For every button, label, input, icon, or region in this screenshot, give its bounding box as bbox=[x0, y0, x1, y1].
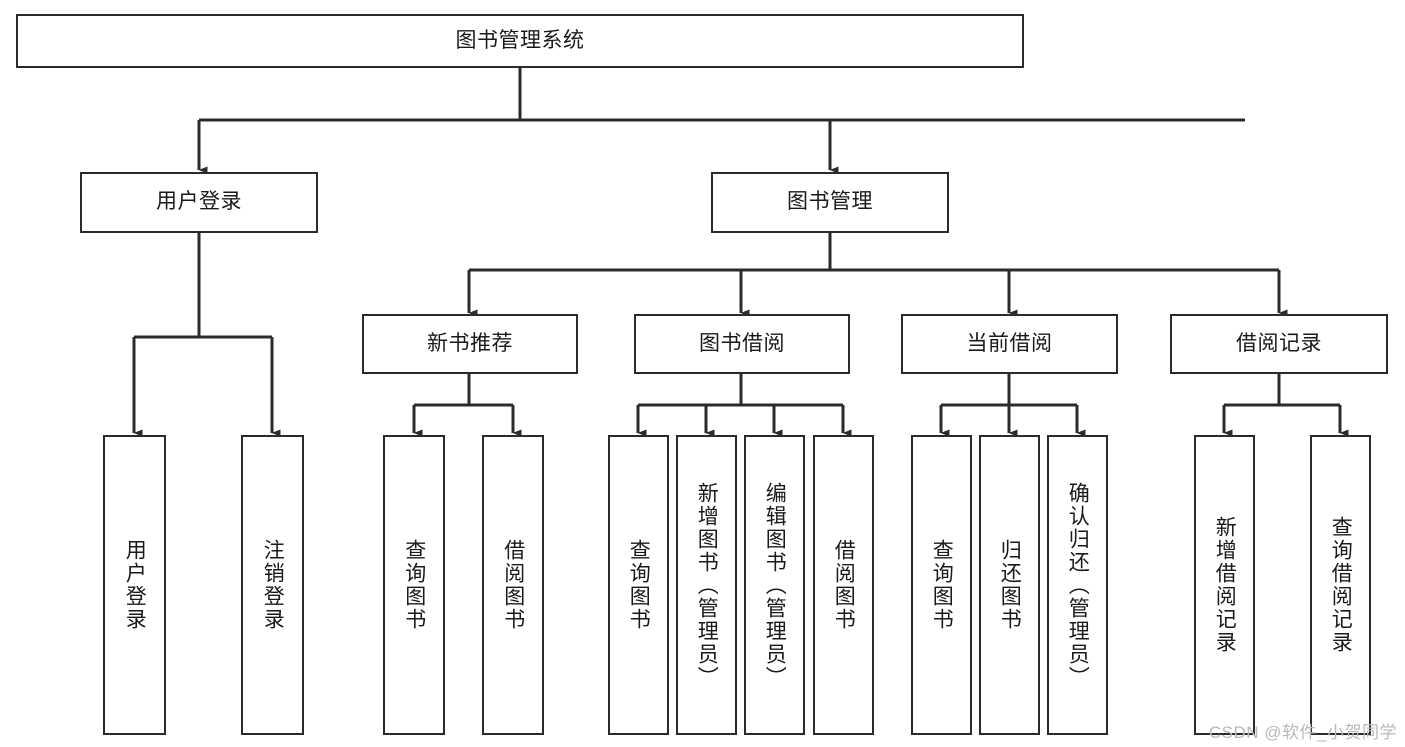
node-root[interactable]: 图书管理系统 bbox=[16, 14, 1024, 68]
node-leaf-add-book[interactable]: 新增图书（管理员） bbox=[676, 435, 737, 735]
node-book-borrow-label: 图书借阅 bbox=[699, 331, 785, 355]
node-leaf-user-login[interactable]: 用户登录 bbox=[103, 435, 166, 735]
node-leaf-borrow-book-recommend[interactable]: 借阅图书 bbox=[482, 435, 544, 735]
node-new-book-recommend-label: 新书推荐 bbox=[427, 331, 513, 355]
node-root-label: 图书管理系统 bbox=[455, 28, 585, 52]
node-leaf-borrow-book-recommend-label: 借阅图书 bbox=[501, 539, 525, 631]
node-leaf-return-book[interactable]: 归还图书 bbox=[979, 435, 1040, 735]
node-leaf-query-book-current[interactable]: 查询图书 bbox=[911, 435, 972, 735]
node-borrow-record[interactable]: 借阅记录 bbox=[1170, 314, 1388, 374]
node-current-borrow[interactable]: 当前借阅 bbox=[901, 314, 1118, 374]
node-leaf-confirm-return[interactable]: 确认归还（管理员） bbox=[1047, 435, 1108, 735]
node-leaf-add-borrow-record[interactable]: 新增借阅记录 bbox=[1194, 435, 1255, 735]
node-leaf-query-book-recommend-label: 查询图书 bbox=[402, 539, 426, 631]
node-leaf-add-book-label: 新增图书（管理员） bbox=[695, 481, 719, 689]
node-leaf-query-borrow-record[interactable]: 查询借阅记录 bbox=[1310, 435, 1371, 735]
node-leaf-edit-book-label: 编辑图书（管理员） bbox=[763, 481, 787, 689]
node-user-login-label: 用户登录 bbox=[156, 190, 242, 214]
node-user-login[interactable]: 用户登录 bbox=[80, 172, 318, 233]
node-leaf-edit-book[interactable]: 编辑图书（管理员） bbox=[744, 435, 805, 735]
node-new-book-recommend[interactable]: 新书推荐 bbox=[362, 314, 578, 374]
node-leaf-query-borrow-record-label: 查询借阅记录 bbox=[1329, 516, 1353, 654]
node-leaf-query-book-borrow-label: 查询图书 bbox=[627, 539, 651, 631]
node-book-management[interactable]: 图书管理 bbox=[711, 172, 949, 233]
node-book-borrow[interactable]: 图书借阅 bbox=[634, 314, 850, 374]
node-leaf-logout-label: 注销登录 bbox=[261, 539, 285, 631]
node-leaf-user-login-label: 用户登录 bbox=[123, 539, 147, 631]
csdn-watermark: CSDN @软件_小贺同学 bbox=[1208, 723, 1397, 742]
node-leaf-return-book-label: 归还图书 bbox=[998, 539, 1022, 631]
node-book-management-label: 图书管理 bbox=[787, 190, 873, 214]
node-leaf-borrow-book-label: 借阅图书 bbox=[832, 539, 856, 631]
node-current-borrow-label: 当前借阅 bbox=[966, 331, 1053, 355]
node-leaf-borrow-book[interactable]: 借阅图书 bbox=[813, 435, 874, 735]
node-leaf-query-book-borrow[interactable]: 查询图书 bbox=[608, 435, 669, 735]
node-leaf-confirm-return-label: 确认归还（管理员） bbox=[1066, 481, 1090, 689]
node-leaf-query-book-recommend[interactable]: 查询图书 bbox=[383, 435, 445, 735]
node-leaf-query-book-current-label: 查询图书 bbox=[930, 539, 954, 631]
node-leaf-add-borrow-record-label: 新增借阅记录 bbox=[1213, 516, 1237, 654]
node-borrow-record-label: 借阅记录 bbox=[1236, 331, 1322, 355]
node-leaf-logout[interactable]: 注销登录 bbox=[241, 435, 304, 735]
